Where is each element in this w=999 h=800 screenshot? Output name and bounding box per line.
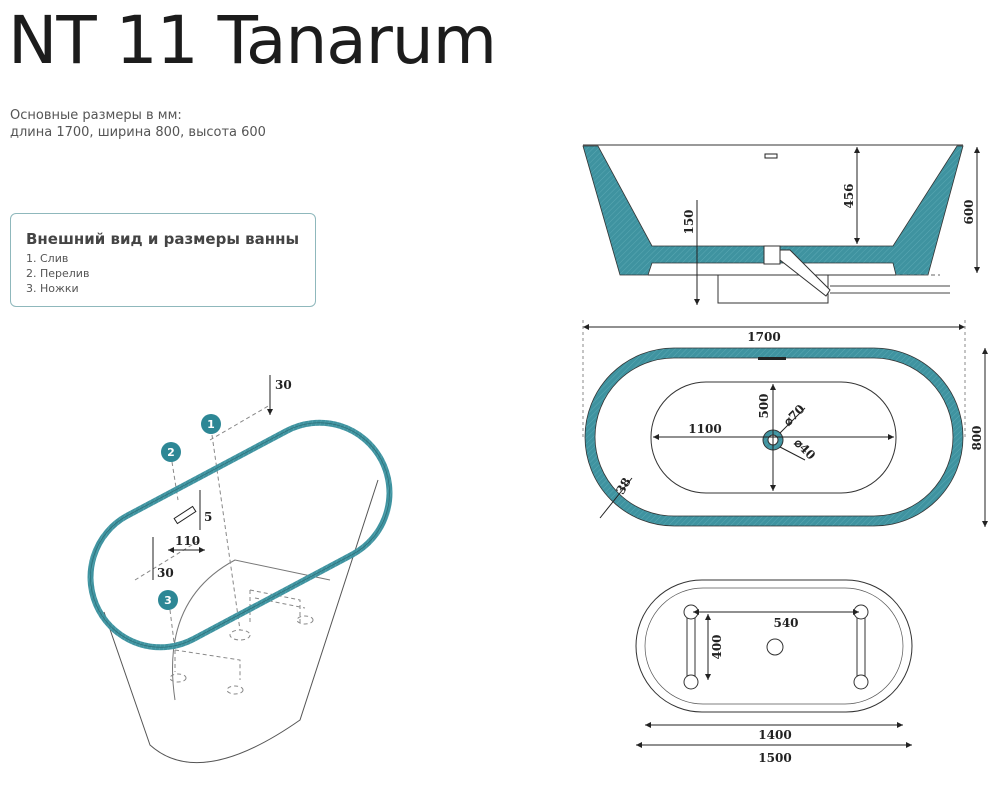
- svg-text:2: 2: [167, 446, 175, 459]
- dim-outer-len: 1500: [758, 751, 791, 765]
- dim-length: 1700: [747, 330, 780, 344]
- dim-iso-left: 30: [157, 566, 174, 580]
- side-view-section: 456 150 600: [582, 144, 980, 305]
- badge-drain: 1: [201, 414, 221, 434]
- dim-drain-inner: ⌀40: [791, 436, 818, 463]
- dim-inner-length: 1100: [688, 422, 721, 436]
- legend-heading: Внешний вид и размеры ванны: [26, 230, 300, 248]
- foot-icon: [853, 674, 869, 690]
- top-view-plan: 1700 800 1100 500 ⌀70 ⌀40 38: [582, 320, 988, 527]
- page-title: NT 11 Tanarum: [8, 2, 497, 79]
- dim-iso-overflow-w: 110: [175, 534, 200, 548]
- isometric-view: 30 5 110 30 1 2 3: [87, 375, 393, 763]
- dim-iso-top: 30: [275, 378, 292, 392]
- dim-inner-len: 1400: [758, 728, 791, 742]
- legend-item-feet: 3. Ножки: [26, 282, 79, 295]
- overflow-icon: [173, 505, 197, 525]
- badge-overflow: 2: [161, 442, 181, 462]
- dim-drain-height: 150: [682, 209, 696, 234]
- specs-line-2: длина 1700, ширина 800, высота 600: [10, 125, 266, 140]
- legend-box: Внешний вид и размеры ванны 1. Слив 2. П…: [10, 213, 316, 307]
- dim-drain-outer: ⌀70: [781, 402, 808, 429]
- dim-depth: 456: [842, 183, 856, 208]
- specs-line-1: Основные размеры в мм:: [10, 108, 182, 123]
- overflow-icon: [764, 153, 778, 159]
- svg-text:1: 1: [207, 418, 215, 431]
- dim-feet-y: 400: [710, 634, 724, 659]
- dim-feet-x: 540: [773, 616, 798, 630]
- dim-iso-overflow-h: 5: [204, 510, 212, 524]
- foot-icon: [683, 674, 699, 690]
- legend-item-overflow: 2. Перелив: [26, 267, 90, 280]
- dim-inner-width: 500: [757, 393, 771, 418]
- bottom-view-plan: 540 400 1400 1500: [635, 579, 913, 765]
- legend-item-drain: 1. Слив: [26, 252, 69, 265]
- dim-width: 800: [970, 425, 984, 450]
- dim-height: 600: [962, 199, 976, 224]
- badge-feet: 3: [158, 590, 178, 610]
- svg-text:3: 3: [164, 594, 172, 607]
